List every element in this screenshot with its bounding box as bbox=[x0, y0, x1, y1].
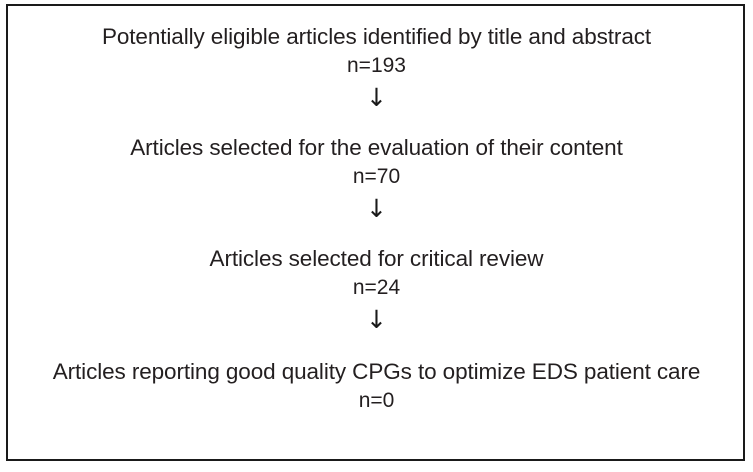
flow-node-2-label: Articles selected for the evaluation of … bbox=[130, 134, 623, 160]
flow-node-4-label: Articles reporting good quality CPGs to … bbox=[52, 358, 701, 384]
flow-node-1-label: Potentially eligible articles identified… bbox=[101, 24, 652, 49]
flow-node-3-count: n=24 bbox=[352, 276, 401, 300]
flow-node-3: Articles selected for critical review n=… bbox=[14, 244, 739, 302]
down-arrow-icon-3: ↓ bbox=[366, 304, 387, 334]
flow-node-2: Articles selected for the evaluation of … bbox=[14, 133, 739, 191]
flow-node-4-count: n=0 bbox=[358, 389, 395, 413]
down-arrow-icon-1: ↓ bbox=[366, 82, 387, 112]
flow-node-3-label: Articles selected for critical review bbox=[209, 245, 544, 271]
flow-node-1-count: n=193 bbox=[347, 54, 406, 78]
flow-node-1: Potentially eligible articles identified… bbox=[14, 22, 739, 80]
down-arrow-icon-2: ↓ bbox=[366, 193, 387, 223]
flow-node-4: Articles reporting good quality CPGs to … bbox=[14, 357, 739, 415]
flow-node-2-count: n=70 bbox=[352, 165, 401, 189]
